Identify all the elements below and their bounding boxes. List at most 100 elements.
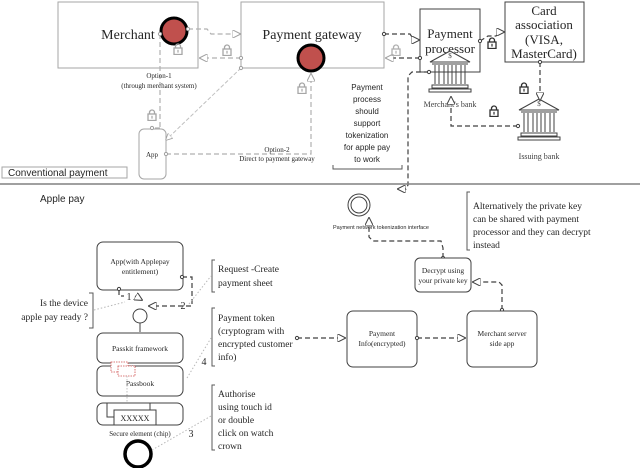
merchant-server-label-1: Merchant server (478, 329, 527, 338)
app-label: App (146, 151, 159, 159)
server-to-decrypt-connector (473, 282, 503, 310)
device-ready-line: apple pay ready ? (21, 313, 88, 323)
decrypt-to-tokenization-connector (369, 218, 444, 258)
merchant-label: Merchant (101, 28, 155, 43)
step1-connector (118, 290, 124, 297)
decrypt-node: Decrypt using your private key (414, 257, 472, 293)
request-sheet-line: Request -Create (218, 265, 279, 275)
issuing-bank-dollar: $ (537, 100, 541, 108)
payment-token-pointer (186, 337, 212, 379)
option2-label: Option-2 (264, 146, 290, 154)
decrypt-label-2: your private key (418, 276, 467, 285)
tokenization-note-line: should (355, 107, 379, 116)
lock-icon (489, 105, 499, 117)
conventional-payment-label: Conventional payment (8, 168, 108, 179)
merchants-bank-dollar: $ (448, 52, 452, 60)
app-entitlement-label-2: entitlement) (122, 267, 159, 276)
alternative-key-note: Alternatively the private key can be sha… (466, 191, 591, 251)
passkit-label: Passkit framework (112, 344, 168, 353)
payment-processor-label-2: processor (425, 41, 475, 56)
payment-info-label-2: Info(encrypted) (358, 339, 406, 348)
device-ready-note: Is the device apple pay ready ? (21, 292, 94, 329)
end-state-icon (123, 439, 153, 468)
alternative-key-note-line: instead (473, 241, 500, 251)
card-association-node: Card association (VISA, MasterCard) (504, 1, 585, 63)
tokenization-interface-node: Payment network tokenization interface (333, 193, 429, 231)
request-sheet-pointer (188, 275, 212, 305)
payment-token-line: Payment token (218, 314, 275, 324)
alternative-key-note-line: processor and they can decrypt (473, 228, 591, 238)
tokenization-note-line: for apple pay (344, 143, 390, 152)
authorise-line: crown (218, 442, 242, 452)
step1-arrow (135, 296, 142, 300)
lock-icon (222, 44, 232, 56)
secure-element-value: XXXXX (121, 414, 150, 423)
tokenization-note: Payment process should support tokenizat… (332, 83, 403, 170)
option1-label: Option-1 (146, 72, 172, 80)
authorise-note: Authorise using touch id or double click… (211, 384, 274, 452)
step1-label: 1 (127, 292, 132, 303)
app-entitlement-node: App(with Applepay entitlement) (96, 241, 184, 291)
lock-icon (147, 109, 157, 121)
lock-icon (391, 44, 401, 56)
merchants-bank-to-tokenization-connector (398, 71, 429, 189)
option2-sublabel: Direct to payment gateway (239, 155, 315, 163)
merchant-server-node: Merchant server side app (466, 310, 538, 368)
authorise-line: or double (218, 416, 254, 426)
issuing-to-merchants-bank-connector (451, 97, 518, 127)
card-association-label-2: association (515, 17, 573, 32)
step2-connector (149, 276, 193, 306)
merchant-to-gateway-connector (188, 28, 240, 34)
gateway-to-processor-connector (384, 33, 419, 40)
card-association-label-3: (VISA, (525, 32, 563, 47)
authorise-pointer (151, 415, 212, 451)
secure-element-label: Secure element (chip) (109, 430, 171, 438)
passkit-interface-icon (132, 308, 148, 324)
secure-element-node: XXXXX Secure element (chip) (96, 402, 184, 438)
step4-label: 4 (202, 357, 207, 368)
issuing-bank-label: Issuing bank (519, 152, 560, 161)
tokenization-note-line: to work (354, 155, 381, 164)
alternative-key-note-line: can be shared with payment (473, 215, 579, 225)
payment-token-note: Payment token (cryptogram with encrypted… (211, 307, 293, 367)
authorise-line: using touch id (218, 403, 272, 413)
payment-token-line: (cryptogram with (218, 326, 284, 337)
lock-icon (519, 82, 529, 94)
tokenization-note-line: tokenization (346, 131, 389, 140)
lock-icon (487, 37, 497, 49)
lock-icon (297, 82, 307, 94)
payment-info-node: Payment Info(encrypted) (346, 310, 418, 368)
payment-gateway-endpoint-icon (296, 43, 326, 73)
passbook-label: Passbook (126, 379, 155, 388)
payment-gateway-label: Payment gateway (262, 28, 361, 43)
alternative-key-note-line: Alternatively the private key (473, 202, 582, 212)
decrypt-label-1: Decrypt using (422, 266, 465, 275)
passkit-framework-node: Passkit framework (96, 332, 184, 364)
tokenization-interface-label: Payment network tokenization interface (333, 225, 429, 231)
apple-pay-section-label: Apple pay (40, 194, 84, 205)
device-ready-line: Is the device (40, 299, 88, 309)
merchant-endpoint-icon (159, 16, 189, 46)
step3-label: 3 (189, 429, 194, 440)
gateway-to-app-connector (166, 67, 242, 140)
merchants-bank-label: Merchant's bank (424, 100, 477, 109)
app-entitlement-label-1: App(with Applepay (110, 257, 170, 266)
payment-token-line: info) (218, 352, 236, 363)
authorise-line: click on watch (218, 429, 274, 439)
payment-info-label-1: Payment (369, 329, 396, 338)
merchant-server-label-2: side app (490, 339, 515, 348)
payment-token-line: encrypted customer (218, 340, 293, 350)
passbook-node: Passbook (96, 365, 184, 397)
conventional-payment-section-label: Conventional payment (1, 166, 128, 179)
processor-to-card-association-connector (479, 32, 504, 42)
option1-sublabel: (through merchant system) (121, 82, 197, 90)
payment-processor-label-1: Payment (427, 26, 473, 41)
tokenization-note-line: Payment (351, 83, 383, 92)
device-ready-pointer (93, 301, 126, 311)
tokenization-note-line: support (354, 119, 381, 128)
payment-processor-node: Payment processor (419, 8, 481, 73)
request-sheet-note: Request -Create payment sheet (211, 259, 279, 293)
pass-card-icon (117, 365, 136, 377)
option2-connector (166, 74, 311, 155)
